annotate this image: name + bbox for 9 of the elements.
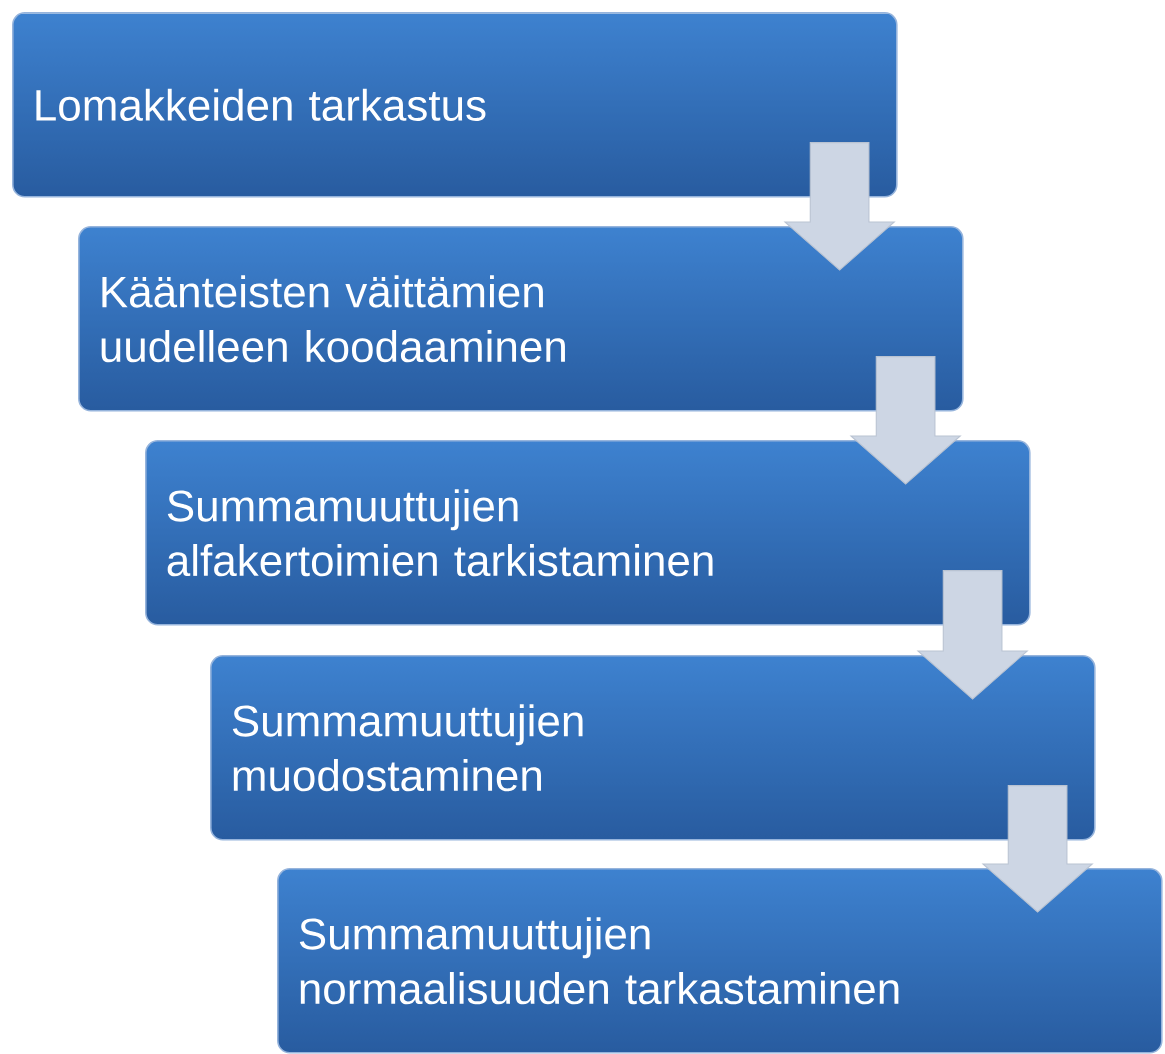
down-arrow (783, 142, 896, 271)
process-box: Lomakkeiden tarkastus (12, 12, 898, 198)
process-box: Summamuuttujien normaalisuuden tarkastaminen (277, 868, 1163, 1054)
process-box: Summamuuttujien alfakertoimien tarkistaminen (145, 440, 1031, 626)
down-arrow (916, 570, 1029, 700)
down-arrow (849, 356, 962, 485)
down-arrow (981, 785, 1094, 913)
process-box: Käänteisten väittämien uudelleen koodaaminen (78, 226, 964, 412)
process-box: Summamuuttujien muodostaminen (210, 655, 1096, 841)
